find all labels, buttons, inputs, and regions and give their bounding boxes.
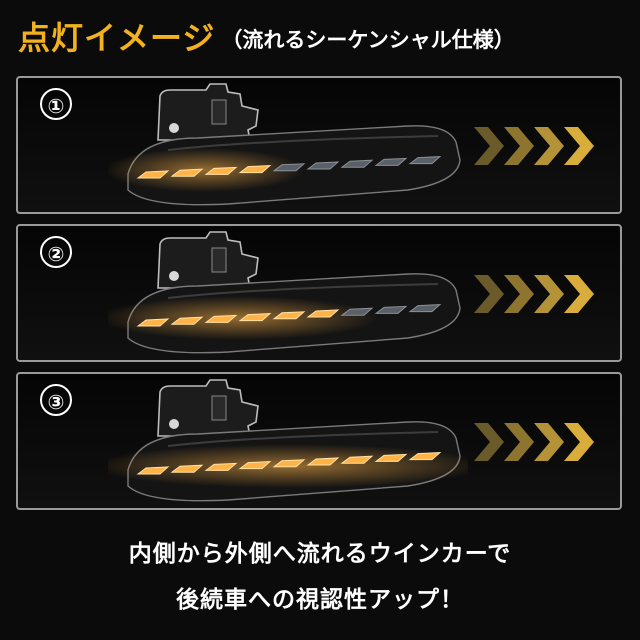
footer-line-2: 後続車への視認性アップ！: [176, 587, 464, 613]
led-segment-unlit: [340, 307, 374, 316]
bracket-screw: [169, 123, 179, 133]
led-segment-lit: [136, 466, 170, 475]
led-segment-lit: [272, 311, 306, 320]
step-number-badge: ③: [40, 384, 72, 416]
chevron-right-icon: [504, 423, 534, 461]
chevron-right-icon: [504, 275, 534, 313]
led-segment-lit: [170, 464, 204, 473]
flow-arrows-icon: [474, 423, 594, 461]
chevron-right-icon: [564, 275, 594, 313]
sequence-panel-3: ③: [16, 372, 622, 510]
led-segment-unlit: [340, 159, 374, 168]
flow-arrows-icon: [474, 275, 594, 313]
chevron-right-icon: [564, 127, 594, 165]
mirror-bracket: [157, 231, 259, 289]
led-segment-lit: [170, 168, 204, 177]
mirror-turn-signal-image: [108, 379, 468, 502]
led-segment-lit: [306, 309, 340, 318]
led-segment-lit: [238, 165, 272, 174]
led-segment-unlit: [306, 161, 340, 170]
chevron-right-icon: [504, 127, 534, 165]
chevron-right-icon: [474, 275, 504, 313]
led-segment-lit: [238, 461, 272, 470]
chevron-right-icon: [474, 127, 504, 165]
led-segment-lit: [272, 459, 306, 468]
chevron-right-icon: [534, 423, 564, 461]
mirror-turn-signal-image: [108, 83, 461, 206]
page-title: 点灯イメージ: [18, 19, 216, 57]
led-segment-lit: [374, 453, 408, 462]
mirror-bracket: [157, 379, 259, 437]
bracket-clip: [211, 99, 227, 125]
led-segment-lit: [204, 166, 238, 175]
housing-ridge: [167, 431, 439, 447]
led-segment-lit: [136, 318, 170, 327]
chevron-right-icon: [534, 275, 564, 313]
led-segment-unlit: [408, 304, 442, 313]
mirror-bracket: [157, 83, 259, 141]
footer-line-1: 内側から外側へ流れるウインカーで: [128, 541, 512, 567]
header: 点灯イメージ （流れるシーケンシャル仕様）: [18, 14, 515, 58]
led-segment-lit: [408, 452, 442, 461]
mirror-turn-signal-image: [108, 231, 461, 354]
housing-ridge: [167, 283, 439, 299]
led-segment-lit: [340, 455, 374, 464]
led-segment-lit: [238, 313, 272, 322]
housing-ridge: [167, 135, 439, 151]
led-segment-lit: [204, 462, 238, 471]
led-segment-lit: [170, 316, 204, 325]
led-segment-unlit: [374, 305, 408, 314]
flow-arrows-icon: [474, 127, 594, 165]
led-segment-lit: [306, 457, 340, 466]
sequence-panel-1: ①: [16, 76, 622, 214]
bracket-clip: [211, 395, 227, 421]
led-segment-unlit: [374, 157, 408, 166]
led-segment-unlit: [408, 156, 442, 165]
led-segment-lit: [136, 170, 170, 179]
chevron-right-icon: [474, 423, 504, 461]
bracket-screw: [169, 419, 179, 429]
led-segment-lit: [204, 314, 238, 323]
step-number-badge: ①: [40, 88, 72, 120]
led-glow: [108, 148, 304, 192]
step-number-badge: ②: [40, 236, 72, 268]
page-subtitle: （流れるシーケンシャル仕様）: [221, 28, 515, 52]
sequence-panel-2: ②: [16, 224, 622, 362]
bracket-clip: [211, 247, 227, 273]
bracket-screw: [169, 271, 179, 281]
chevron-right-icon: [534, 127, 564, 165]
chevron-right-icon: [564, 423, 594, 461]
led-segment-unlit: [272, 163, 306, 172]
